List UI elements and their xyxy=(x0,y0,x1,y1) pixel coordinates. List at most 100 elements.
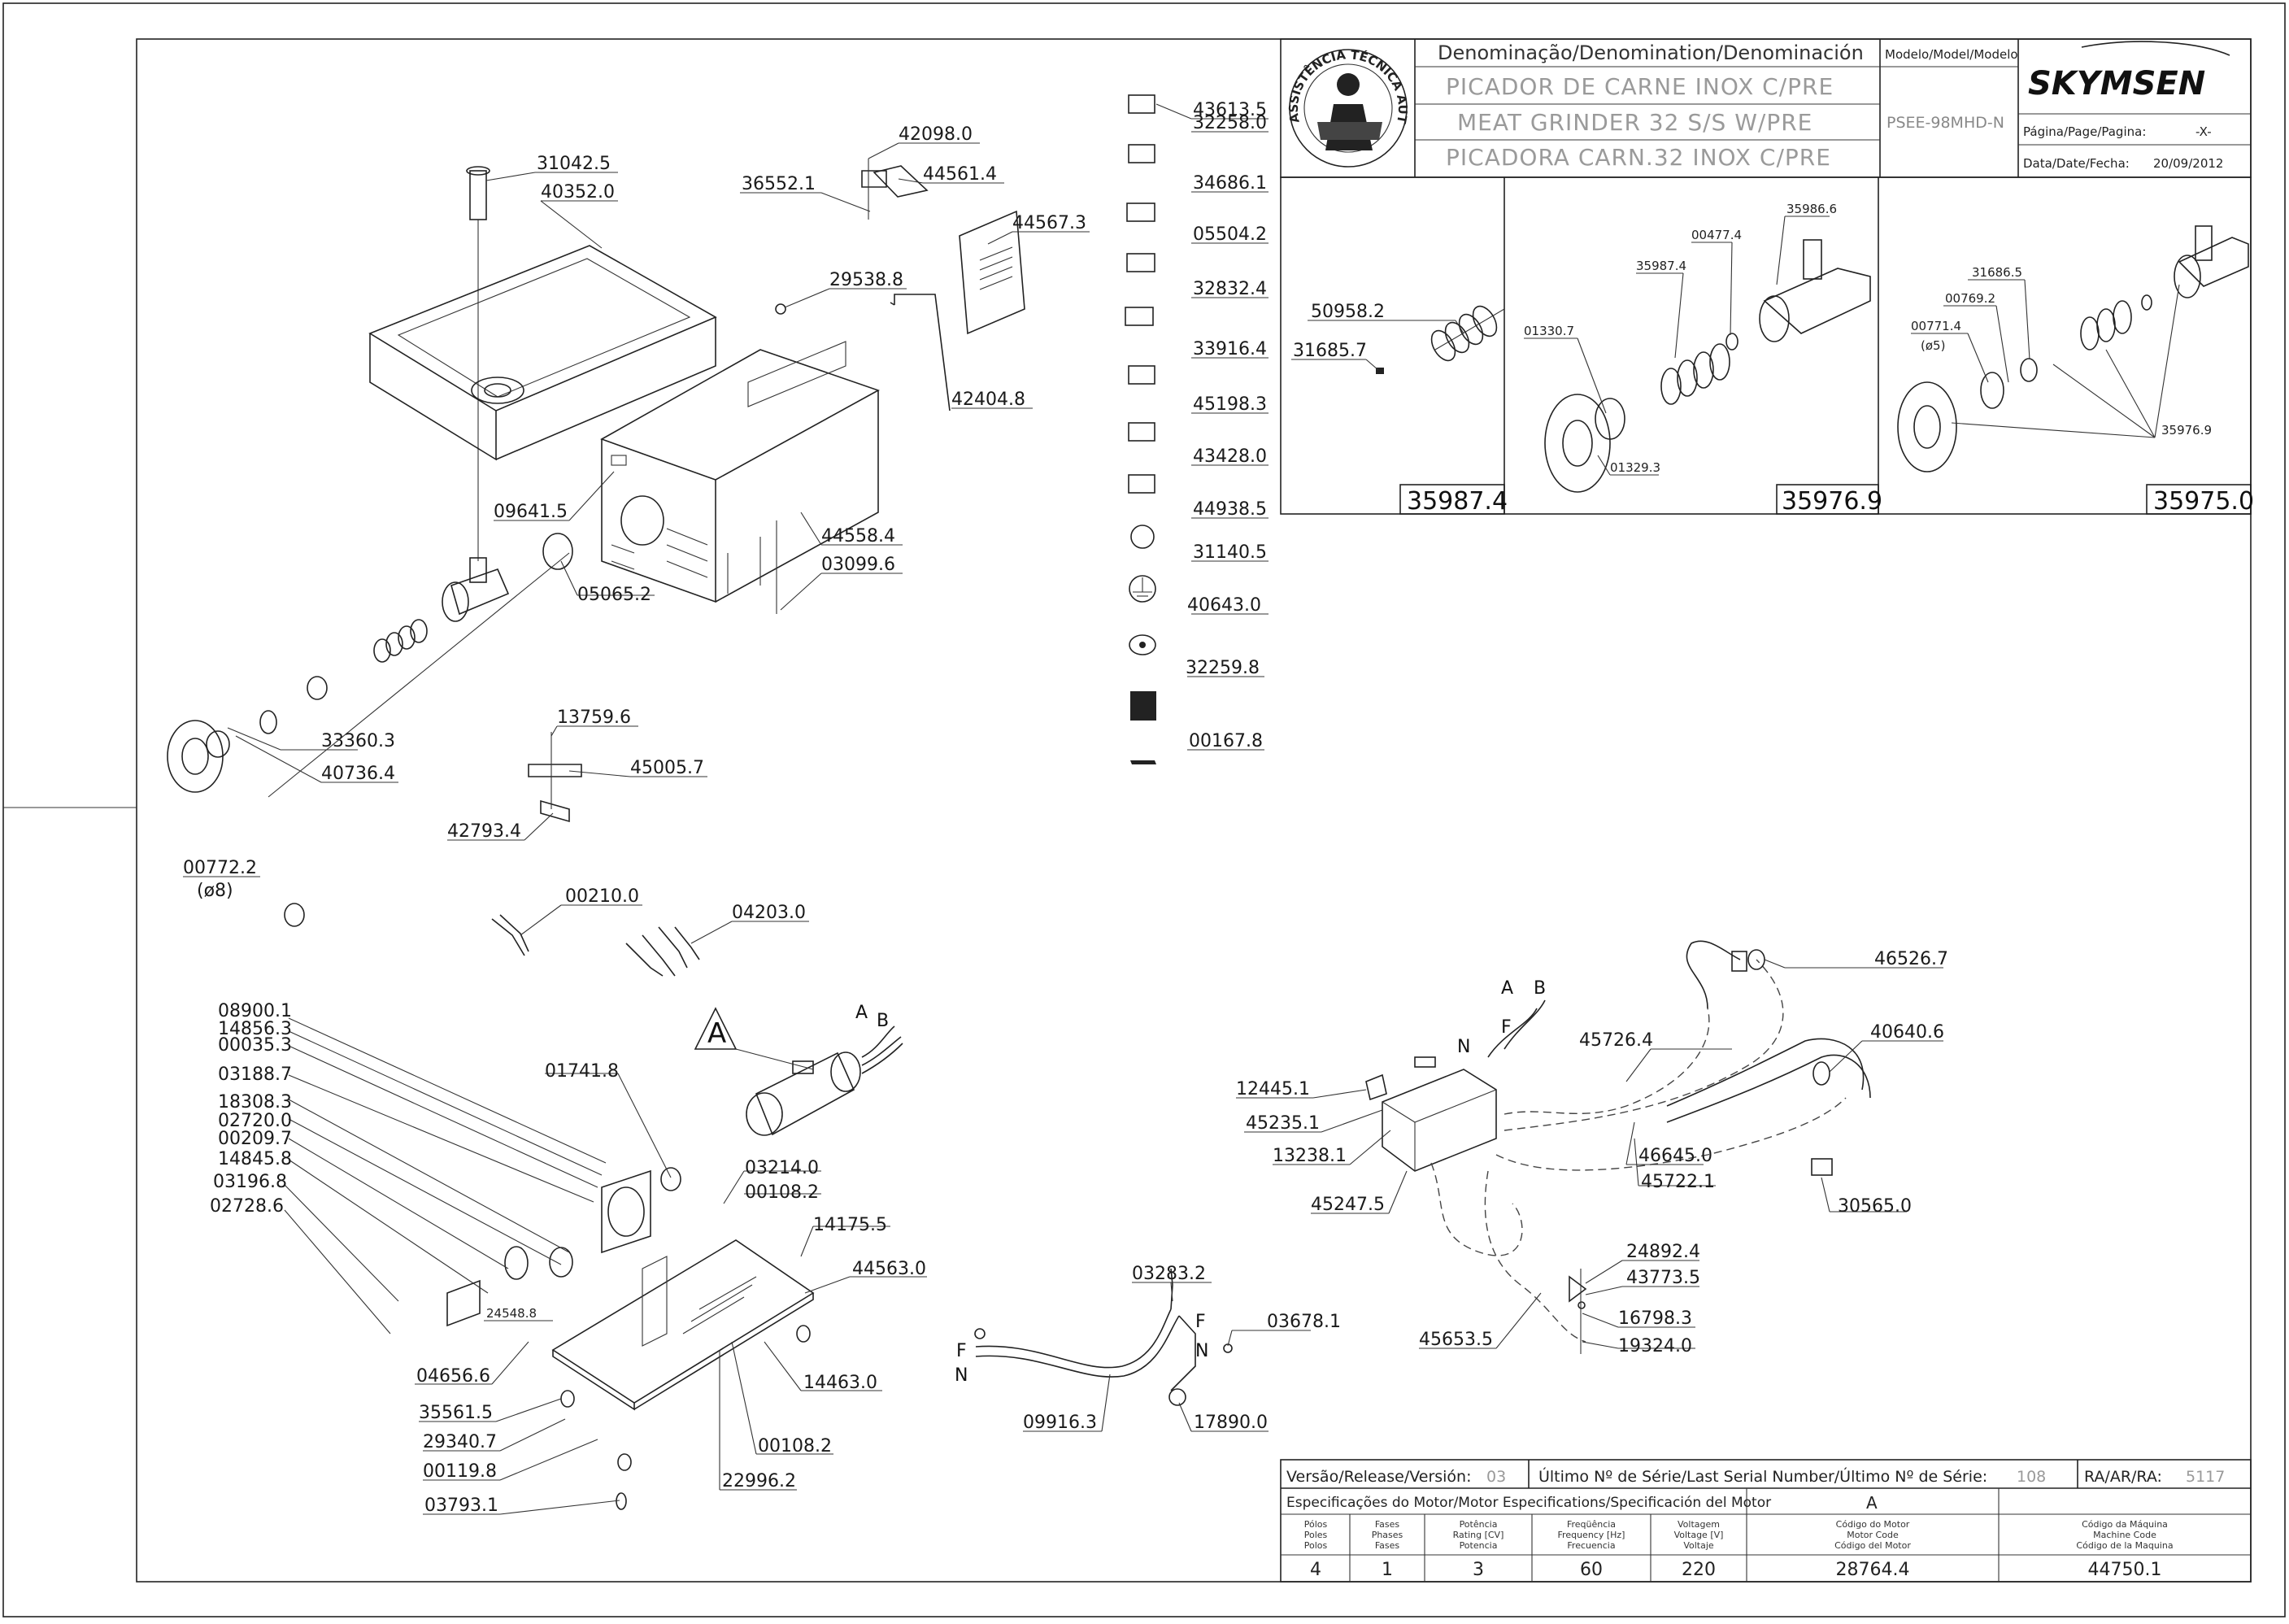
electrical-part: 45235.1 xyxy=(1246,1113,1320,1134)
spec-head: Freqüência xyxy=(1567,1519,1616,1530)
spec-head: Código do Motor xyxy=(1836,1519,1910,1530)
denomination-header: Denominação/Denomination/Denominación xyxy=(1438,41,1864,64)
label-part: 31140.5 xyxy=(1193,542,1267,563)
spec-value: 3 xyxy=(1473,1560,1484,1580)
motor-part: 24548.8 xyxy=(486,1306,537,1321)
electrical-part: 45247.5 xyxy=(1311,1195,1385,1215)
spec-head: Código da Máquina xyxy=(2082,1519,2168,1530)
motor-part: 00119.8 xyxy=(423,1461,497,1482)
spec-head: Fases xyxy=(1375,1519,1400,1530)
spec-head: Código de la Maquina xyxy=(2076,1540,2173,1551)
spec-column-motor-code: Código do Motor Motor Code Código del Mo… xyxy=(1834,1519,1911,1580)
part-label: 35987.4 xyxy=(1636,259,1686,273)
spec-head: Rating [CV] xyxy=(1453,1530,1504,1540)
motor-stack-part: 03188.7 xyxy=(218,1065,292,1085)
part-label: 33360.3 xyxy=(321,731,395,751)
electrical-letter: A xyxy=(1501,978,1513,999)
electrical-part: 46526.7 xyxy=(1874,949,1948,969)
part-label: 42404.8 xyxy=(951,390,1025,410)
part-label: 01329.3 xyxy=(1610,460,1660,475)
spec-value: 44750.1 xyxy=(2088,1560,2162,1580)
spec-head: Polos xyxy=(1304,1540,1328,1551)
spec-head: Frecuencia xyxy=(1567,1540,1615,1551)
part-label: 04203.0 xyxy=(732,903,806,923)
version-label: Versão/Release/Versión: xyxy=(1286,1468,1472,1486)
motor-part: 35561.5 xyxy=(419,1403,493,1423)
cable-part: 03678.1 xyxy=(1267,1312,1341,1332)
spec-value: 60 xyxy=(1580,1560,1603,1580)
spec-head: Fases xyxy=(1375,1540,1400,1551)
motor-part: 01741.8 xyxy=(545,1061,619,1082)
cable-letter: F xyxy=(1195,1312,1206,1332)
motor-part: 04656.6 xyxy=(416,1366,490,1387)
denomination-es: PICADORA CARN.32 INOX C/PRE xyxy=(1446,144,1831,171)
footer-table: Versão/Release/Versión: 03 Último Nº de … xyxy=(1280,1459,2252,1583)
part-label: 42098.0 xyxy=(899,124,973,145)
serial-value: 108 xyxy=(2017,1468,2046,1486)
spec-column-frequency: Freqüência Frequency [Hz] Frecuencia 60 xyxy=(1558,1519,1625,1580)
authorized-service-seal: ASSISTÊNCIA TÉCNICA AUTORIZADA xyxy=(0,0,1410,168)
detail-1-drawing: 50958.2 31685.7 xyxy=(1291,302,1505,374)
part-label: 29538.8 xyxy=(829,270,903,290)
spec-head: Frequency [Hz] xyxy=(1558,1530,1625,1540)
serial-label: Último Nº de Série/Last Serial Number/Úl… xyxy=(1538,1466,1987,1486)
part-label: 40736.4 xyxy=(321,764,395,784)
part-label: (ø5) xyxy=(1921,338,1945,353)
motor-spec-label: Especificações do Motor/Motor Especifica… xyxy=(1286,1495,1771,1511)
brand-wordmark: SKYMSEN xyxy=(2028,65,2205,102)
part-label: 42793.4 xyxy=(447,821,521,842)
detail-2-drawing: 35986.6 00477.4 35987.4 01330.7 01329.3 xyxy=(1524,202,1871,493)
spec-head: Código del Motor xyxy=(1834,1540,1911,1551)
motor-stack-part: 00035.3 xyxy=(218,1035,292,1056)
part-label: 00210.0 xyxy=(565,886,639,907)
part-label: 00477.4 xyxy=(1691,228,1742,242)
label-part: 44938.5 xyxy=(1193,499,1267,520)
title-block: ASSISTÊNCIA TÉCNICA AUTORIZADA Denominaç… xyxy=(0,0,2252,178)
part-label: 00769.2 xyxy=(1945,291,1995,306)
part-label: 44567.3 xyxy=(1012,213,1086,233)
part-label: 44561.4 xyxy=(923,164,997,185)
spec-column-voltage: Voltagem Voltage [V] Voltaje 220 xyxy=(1674,1519,1724,1580)
motor-stack-part: 02720.0 xyxy=(218,1111,292,1131)
electrical-part: 43773.5 xyxy=(1626,1268,1700,1288)
motor-assembly-drawing: A A B xyxy=(210,1001,927,1516)
spec-head: Machine Code xyxy=(2093,1530,2156,1540)
version-value: 03 xyxy=(1486,1468,1506,1486)
label-column: 43613.5 32258.0 34686.1 05504.2 32832.4 … xyxy=(1125,94,1269,764)
part-label: 44558.4 xyxy=(821,526,895,546)
electrical-part: 46645.0 xyxy=(1638,1146,1712,1166)
motor-part: 14175.5 xyxy=(813,1215,887,1235)
model-value: PSEE-98MHD-N xyxy=(1886,114,2004,132)
part-label: 40352.0 xyxy=(541,182,615,202)
part-label: 35986.6 xyxy=(1786,202,1837,216)
motor-part: 00108.2 xyxy=(745,1182,819,1203)
spec-head: Voltage [V] xyxy=(1674,1530,1724,1540)
cable-letter: N xyxy=(955,1365,968,1386)
part-label: 13759.6 xyxy=(557,708,631,728)
motor-stack-part: 00209.7 xyxy=(218,1129,292,1149)
label-part: 32259.8 xyxy=(1186,658,1260,678)
cable-part: 09916.3 xyxy=(1023,1413,1097,1433)
part-label: 09641.5 xyxy=(494,502,568,522)
page-label: Página/Page/Pagina: xyxy=(2023,124,2146,139)
part-label: 35976.9 xyxy=(2161,423,2212,438)
electrical-part: 30565.0 xyxy=(1838,1196,1912,1217)
part-label: 01330.7 xyxy=(1524,324,1574,338)
electrical-part: 24892.4 xyxy=(1626,1242,1700,1262)
part-label: (ø8) xyxy=(197,881,233,901)
spec-head: Poles xyxy=(1304,1530,1328,1540)
electrical-part: 13238.1 xyxy=(1273,1146,1347,1166)
motor-letter: A xyxy=(707,1017,726,1050)
part-label: 36552.1 xyxy=(742,174,816,194)
spec-value: 1 xyxy=(1382,1560,1393,1580)
ra-value: 5117 xyxy=(2186,1468,2225,1486)
motor-part: 22996.2 xyxy=(722,1471,796,1491)
main-assembly-drawing: 31042.5 40352.0 42098.0 36552.1 44561.4 … xyxy=(167,124,1090,977)
motor-part: 03214.0 xyxy=(745,1158,819,1178)
part-label: 31685.7 xyxy=(1293,341,1367,361)
denomination-en: MEAT GRINDER 32 S/S W/PRE xyxy=(1457,109,1812,136)
detail-1-code: 35987.4 xyxy=(1407,487,1508,516)
detail-3-drawing: 31686.5 00769.2 00771.4 (ø5) 35976.9 xyxy=(1897,225,2249,472)
part-label: 00772.2 xyxy=(183,858,257,878)
